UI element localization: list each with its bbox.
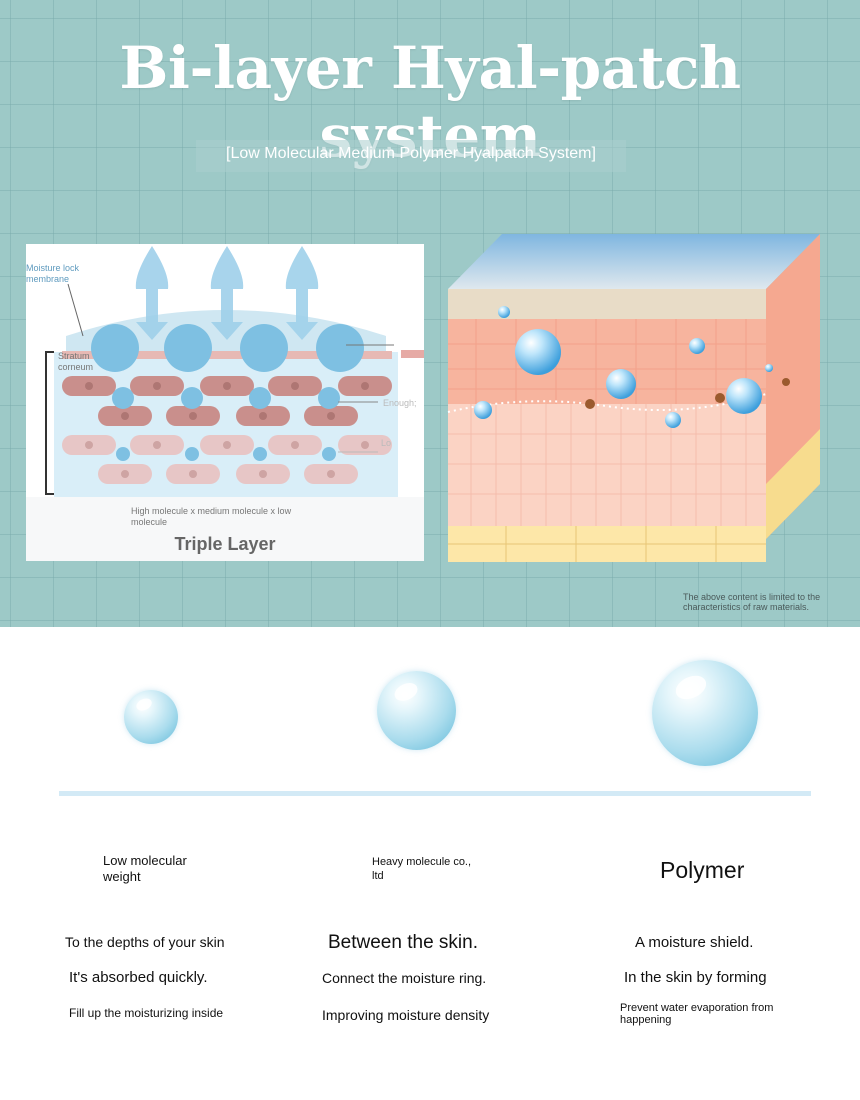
column-title-polymer: Polymer xyxy=(660,857,745,883)
column-line: To the depths of your skin xyxy=(65,934,225,950)
hero-section: Bi-layer Hyal-patch system [Low Molecula… xyxy=(0,0,860,627)
skin-cube-illustration xyxy=(447,234,820,562)
polymer-bubble xyxy=(652,660,758,766)
moisture-lock-label: Moisture lock membrane xyxy=(26,263,80,284)
enough-label: Enough; xyxy=(383,398,417,408)
page-title: Bi-layer Hyal-patch system xyxy=(119,34,741,170)
column-line: A moisture shield. xyxy=(635,934,754,951)
lo-label: Lo xyxy=(381,438,392,448)
column-line: Between the skin. xyxy=(328,932,478,953)
page-subtitle: [Low Molecular Medium Polymer Hyalpatch … xyxy=(196,140,626,172)
divider-line xyxy=(59,791,811,796)
column-line: It's absorbed quickly. xyxy=(69,969,208,986)
disclaimer-note: The above content is limited to the char… xyxy=(683,592,821,612)
column-line: Fill up the moisturizing inside xyxy=(69,1006,224,1020)
column-line: Connect the moisture ring. xyxy=(322,970,487,986)
medium-molecule-bubble xyxy=(377,671,456,750)
triple-layer-label: Triple Layer xyxy=(174,534,276,554)
low-molecule-bubble xyxy=(124,690,178,744)
stratum-corneum-label: Stratum corneum xyxy=(58,351,94,372)
column-title-heavy-molecule: Heavy molecule co., ltd xyxy=(372,856,472,882)
column-line: Improving moisture density xyxy=(322,1007,490,1023)
triple-layer-diagram: Moisture lock membrane Stratum corneum E… xyxy=(26,244,424,561)
skin-layer-illustration xyxy=(26,246,424,561)
molecule-caption: High molecule x medium molecule x low mo… xyxy=(131,506,292,527)
column-line: In the skin by forming xyxy=(624,969,767,986)
column-title-low-molecular: Low molecular weight xyxy=(103,853,187,884)
column-line: Prevent water evaporation from happening xyxy=(620,1002,774,1026)
